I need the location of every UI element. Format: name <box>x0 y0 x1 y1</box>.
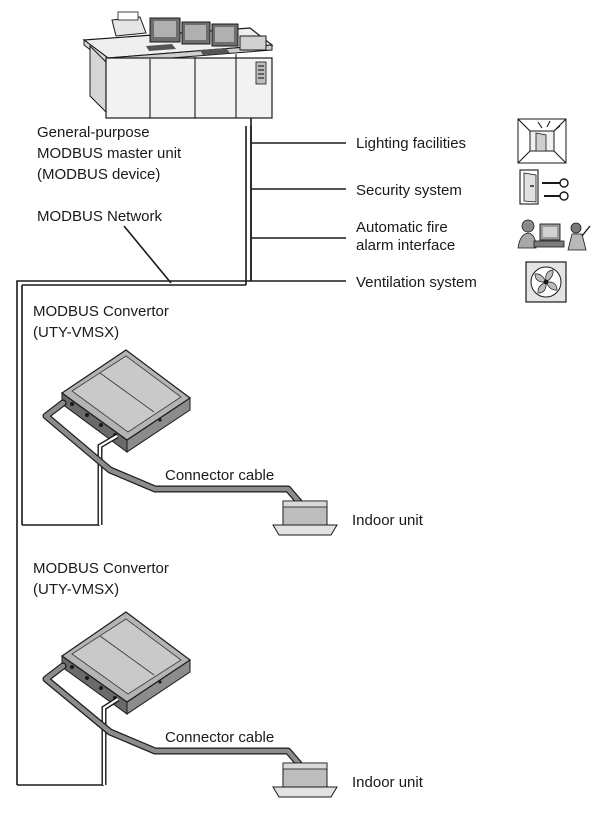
master-unit-desk-icon <box>82 11 274 119</box>
master-label-line3: (MODBUS device) <box>37 166 160 183</box>
facility-label-fire-line2: alarm interface <box>356 237 455 254</box>
convertor-1-label-line1: MODBUS Convertor <box>33 303 169 320</box>
fire-operator-icon <box>517 219 591 251</box>
ventilation-fan-icon <box>525 261 567 303</box>
convertor-2-device-icon <box>60 611 192 715</box>
convertor-2-cable-label: Connector cable <box>165 729 274 746</box>
facility-label-ventilation: Ventilation system <box>356 274 477 291</box>
master-label-line2: MODBUS master unit <box>37 145 182 162</box>
master-label-line1: General-purpose <box>37 124 150 141</box>
convertor-1-cable-label: Connector cable <box>165 467 274 484</box>
indoor-unit-1-label: Indoor unit <box>352 512 424 529</box>
convertor-2-label-line1: MODBUS Convertor <box>33 560 169 577</box>
indoor-unit-2-icon <box>272 762 338 798</box>
lighting-door-icon <box>517 118 567 164</box>
door-key-icon <box>519 169 569 205</box>
convertor-1-device-icon <box>60 349 192 453</box>
indoor-unit-2-label: Indoor unit <box>352 774 424 791</box>
facility-label-lighting: Lighting facilities <box>356 135 466 152</box>
convertor-1-label-line2: (UTY-VMSX) <box>33 324 119 341</box>
network-wiring <box>16 118 346 786</box>
facility-label-security: Security system <box>356 182 462 199</box>
facility-label-fire-line1: Automatic fire <box>356 219 448 236</box>
indoor-unit-1-icon <box>272 500 338 536</box>
convertor-2-label-line2: (UTY-VMSX) <box>33 581 119 598</box>
network-label: MODBUS Network <box>37 208 163 225</box>
